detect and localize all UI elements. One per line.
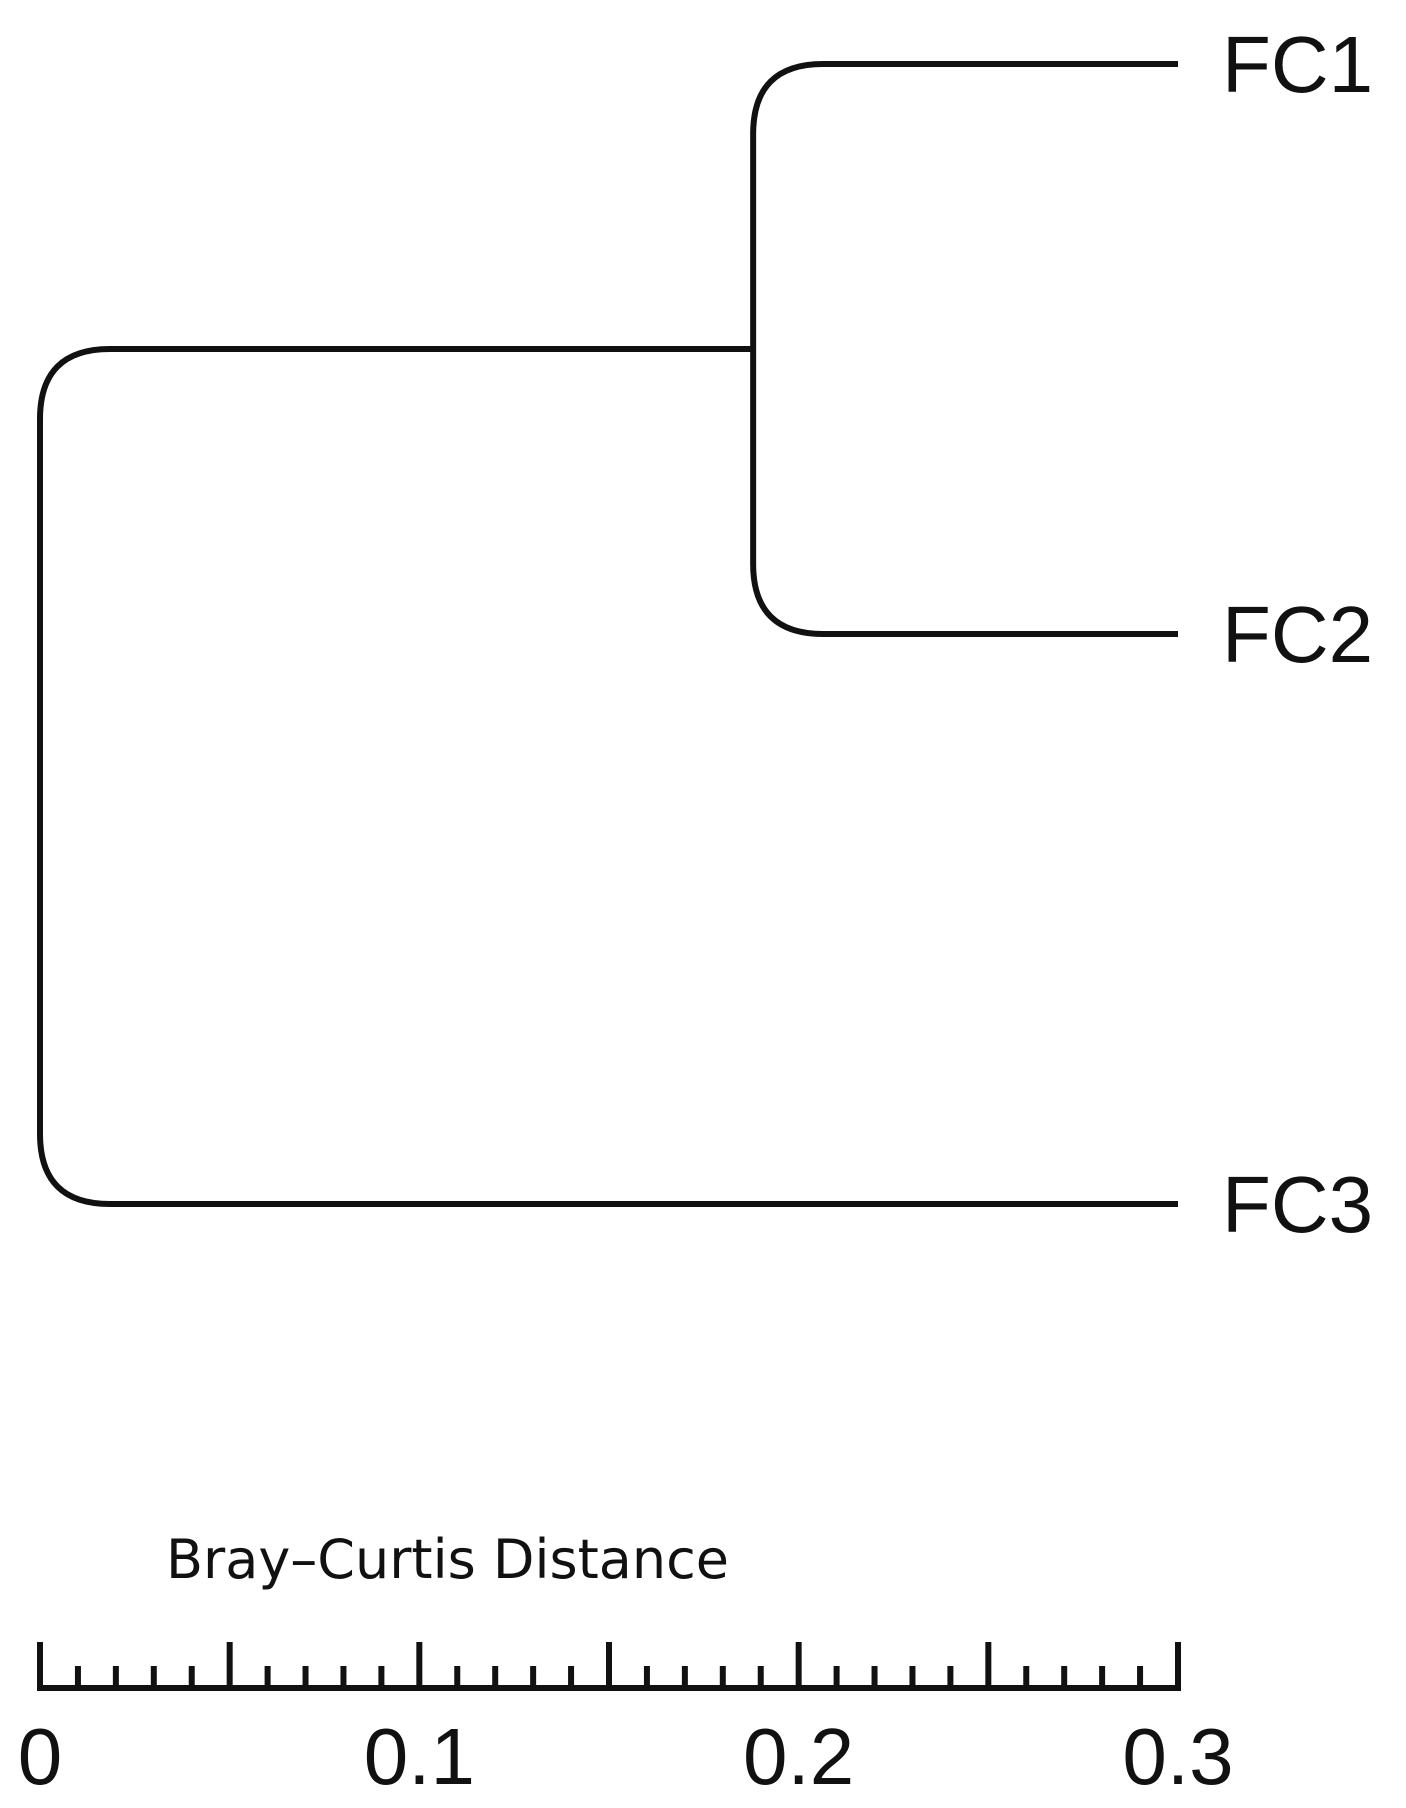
tick-label: 0.2 — [743, 1712, 854, 1801]
leaf-label-fc3: FC3 — [1222, 1160, 1373, 1249]
dendrogram-branch-1 — [750, 61, 1178, 637]
tick-label: 0 — [18, 1712, 63, 1801]
axis-title: Bray–Curtis Distance — [166, 1528, 729, 1591]
tick-label: 0.3 — [1122, 1712, 1233, 1801]
leaf-label-fc1: FC1 — [1222, 20, 1373, 109]
branch-group — [37, 61, 1178, 1207]
leaf-label-fc2: FC2 — [1222, 590, 1373, 679]
dendrogram-branch-2 — [37, 346, 1178, 1207]
distance-axis: Bray–Curtis Distance 0 0.1 0.2 0.3 — [18, 1528, 1234, 1801]
tick-label: 0.1 — [364, 1712, 475, 1801]
